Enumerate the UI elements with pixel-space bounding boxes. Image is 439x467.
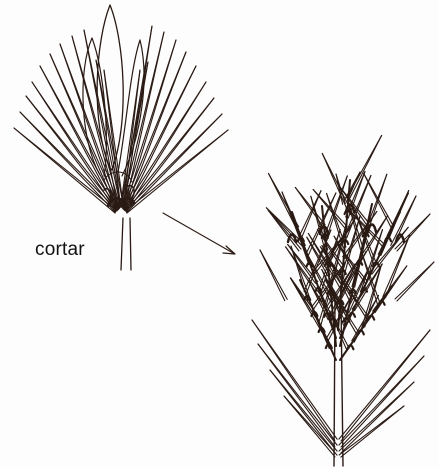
arrow-icon (163, 213, 235, 254)
needle (395, 214, 430, 251)
scale (368, 316, 374, 320)
needle (258, 344, 337, 447)
needle-edge (270, 370, 335, 453)
needle-edge (387, 191, 409, 236)
needle-edge (260, 250, 285, 301)
needle-edge (121, 62, 148, 206)
stem-edge (130, 218, 131, 270)
arrow-head (223, 246, 235, 254)
stem-edge (121, 218, 123, 270)
needle (32, 82, 118, 211)
needle-edge (339, 382, 414, 451)
needle (295, 187, 325, 226)
shoot-before-cut (14, 5, 228, 270)
needle-edge (284, 396, 335, 457)
needle (26, 96, 118, 212)
shoot-after-cut (252, 136, 434, 467)
needle (260, 250, 287, 301)
needle (125, 130, 228, 213)
needle (339, 382, 414, 453)
arrow-shaft (163, 213, 233, 253)
cut-label: cortar (35, 239, 85, 261)
needle-edge (339, 356, 424, 445)
needle-edge (258, 344, 335, 447)
needle (84, 30, 121, 207)
needle (336, 174, 345, 204)
needle-edge (26, 96, 116, 212)
needle (282, 192, 305, 247)
needle-edge (395, 262, 434, 299)
scale (358, 330, 364, 334)
needle (339, 356, 424, 447)
needle (270, 370, 337, 453)
needle-edge (252, 320, 335, 441)
bud-tip (368, 225, 376, 233)
needle-edge (383, 235, 410, 296)
side-bud (83, 38, 106, 176)
needle (123, 66, 196, 210)
scale (347, 345, 353, 349)
needle (395, 262, 434, 301)
needle-edge (322, 154, 346, 209)
